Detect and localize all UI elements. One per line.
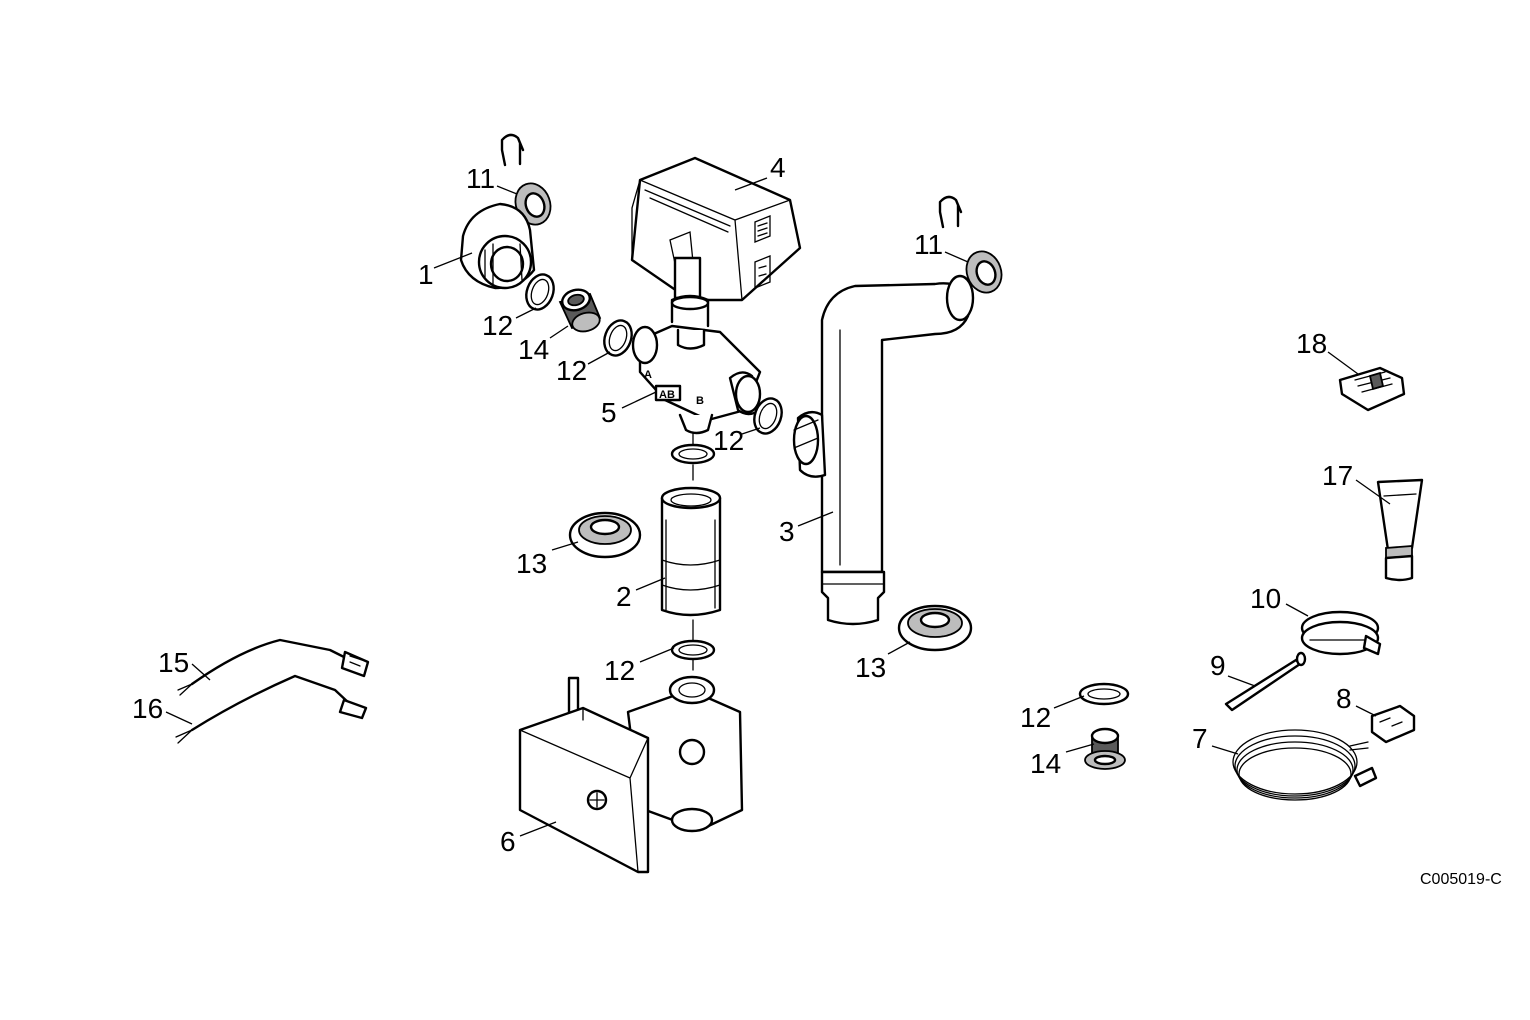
retaining-clip-left <box>500 133 525 167</box>
valve-port-b-label: B <box>696 395 704 407</box>
callout-5: 5 <box>601 397 617 428</box>
cable-clip <box>1338 366 1406 412</box>
outlet-pipe <box>792 274 975 626</box>
temperature-probe <box>1224 651 1307 712</box>
callout-12-b: 12 <box>556 355 587 386</box>
callout-9: 9 <box>1210 650 1226 681</box>
elbow-fitting <box>459 202 536 290</box>
grease-tube <box>1376 478 1424 582</box>
cable-16 <box>175 674 368 744</box>
callout-12-e: 12 <box>1020 702 1051 733</box>
callout-labels: 1 2 3 4 5 6 7 8 9 10 11 11 12 12 12 12 1… <box>132 152 1353 857</box>
callout-3: 3 <box>779 516 795 547</box>
o-ring-12-spare <box>1078 682 1130 706</box>
grommet-13-left <box>568 511 642 559</box>
callout-2: 2 <box>616 581 632 612</box>
terminal-connector <box>1370 704 1416 744</box>
flat-gasket-11-right <box>965 250 1003 294</box>
filter-sleeve-14-spare <box>1084 727 1126 770</box>
callout-16: 16 <box>132 693 163 724</box>
callout-13-right: 13 <box>855 652 886 683</box>
callout-14-b: 14 <box>1030 748 1061 779</box>
callout-17: 17 <box>1322 460 1353 491</box>
callout-10: 10 <box>1250 583 1281 614</box>
callout-18: 18 <box>1296 328 1327 359</box>
callout-6: 6 <box>500 826 516 857</box>
leader-lines <box>165 177 1391 837</box>
circulation-pump <box>518 675 744 874</box>
callout-12-c: 12 <box>713 425 744 456</box>
o-ring-12-d <box>670 431 716 481</box>
filter-sleeve-14-a <box>558 288 602 333</box>
callout-11-left: 11 <box>466 163 495 194</box>
cable-15 <box>177 638 370 696</box>
callout-4: 4 <box>770 152 786 183</box>
connection-tube <box>660 486 722 617</box>
callout-12-a: 12 <box>482 310 513 341</box>
callout-8: 8 <box>1336 683 1352 714</box>
three-way-valve: A AB B <box>631 294 762 435</box>
callout-14-a: 14 <box>518 334 549 365</box>
hose-clamp <box>1300 610 1382 656</box>
callout-11-right: 11 <box>914 229 943 260</box>
valve-port-a-label: A <box>644 369 652 381</box>
sensor-cable-coil <box>1232 729 1378 801</box>
o-ring-12-e <box>670 619 716 671</box>
o-ring-12-b <box>603 319 633 357</box>
grommet-13-right <box>897 604 973 652</box>
callout-12-d: 12 <box>604 655 635 686</box>
callout-13-left: 13 <box>516 548 547 579</box>
valve-port-ab-label: AB <box>659 389 675 401</box>
drawing-reference: C005019-C <box>1420 871 1502 888</box>
callout-7: 7 <box>1192 723 1208 754</box>
callout-1: 1 <box>418 259 434 290</box>
o-ring-12-c <box>753 397 783 435</box>
callout-15: 15 <box>158 647 189 678</box>
retaining-clip-right <box>938 195 963 229</box>
valve-actuator <box>630 156 802 302</box>
